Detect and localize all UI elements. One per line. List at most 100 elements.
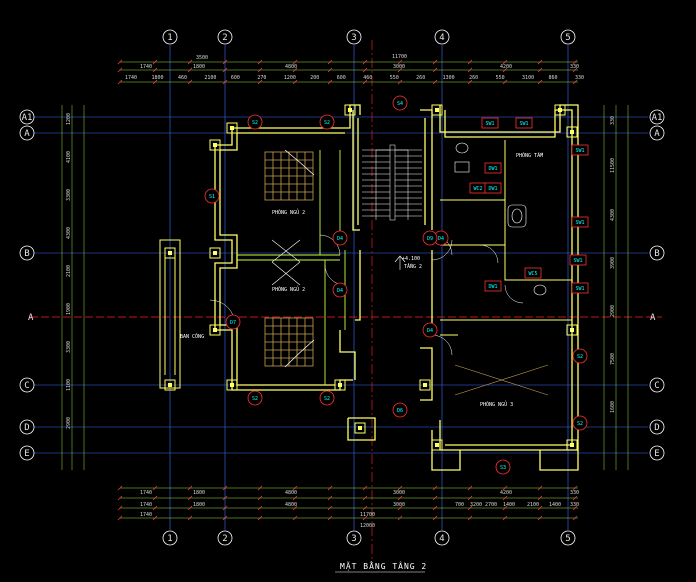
window-tag-label: S3 xyxy=(500,465,506,471)
section-mark-right: A xyxy=(650,313,656,323)
column xyxy=(226,379,238,391)
drawing-title-block: MẶT BẰNG TẦNG 2 xyxy=(335,560,426,573)
dim-r3-14: 550 xyxy=(496,75,505,81)
staircase xyxy=(362,144,422,221)
axis-bubble-left-A1: A1 xyxy=(19,109,35,125)
dim-top-1: 3500 xyxy=(196,55,208,61)
wc-tag: SW1 xyxy=(571,282,589,294)
window-tag: S3 xyxy=(495,459,511,475)
window-tag-label: S2 xyxy=(577,421,583,427)
axis-label: E xyxy=(24,449,29,459)
wc-tag: SW1 xyxy=(571,216,589,228)
wc-tag-label: SW1 xyxy=(575,286,584,292)
window-tag-label: S4 xyxy=(397,101,403,107)
column xyxy=(209,324,221,336)
dim-r2-3: 4800 xyxy=(285,64,297,70)
axis-label: 5 xyxy=(565,534,570,544)
dim-b1-5: 4200 xyxy=(500,490,512,496)
column-core xyxy=(358,426,362,430)
axis-bubble-right-D: D xyxy=(649,419,665,435)
dim-right-6: 1600 xyxy=(610,401,616,413)
dim-left-2: 3300 xyxy=(66,189,72,201)
dim-b2-11: 330 xyxy=(570,502,579,508)
axis-bubble-right-A1: A1 xyxy=(649,109,665,125)
dim-left-7: 1100 xyxy=(66,379,72,391)
axis-bubble-right-A: A xyxy=(649,125,665,141)
column xyxy=(164,379,176,391)
column xyxy=(354,422,366,434)
door-tag-label: D4 xyxy=(427,328,433,334)
wardrobe-markers xyxy=(271,239,549,396)
axis-label: 2 xyxy=(222,534,227,544)
dim-b2-1: 1740 xyxy=(140,502,152,508)
axis-bubble-1-top: 1 xyxy=(162,29,178,45)
dim-r3-3: 2100 xyxy=(204,75,216,81)
window-tag-label: S2 xyxy=(324,120,330,126)
wc-tag-label: WC2 xyxy=(473,186,482,192)
dim-r3-4: 600 xyxy=(231,75,240,81)
axis-label: A xyxy=(24,129,30,139)
bathroom-fixtures xyxy=(454,142,547,296)
axis-bubble-4-top: 4 xyxy=(434,29,450,45)
dim-r3-2: 460 xyxy=(178,75,187,81)
dim-b2-7: 2700 xyxy=(485,502,497,508)
column-core xyxy=(230,126,234,130)
axis-label: 1 xyxy=(167,534,172,544)
wc-tag: SW1 xyxy=(481,117,499,129)
door-tag-label: D4 xyxy=(337,236,343,242)
wc-tag-label: WC5 xyxy=(528,271,537,277)
column-core xyxy=(348,108,352,112)
bed-top xyxy=(264,149,315,201)
dim-left-5: 1900 xyxy=(66,303,72,315)
door-tag-label: D4 xyxy=(337,288,343,294)
column-core xyxy=(435,443,439,447)
balcony-railing xyxy=(159,239,181,389)
axis-label: B xyxy=(24,249,29,259)
window-tag: S4 xyxy=(392,95,408,111)
dim-b2-9: 2100 xyxy=(527,502,539,508)
door-tag: D4 xyxy=(332,230,348,246)
column-core xyxy=(213,251,217,255)
window-tag-label: S2 xyxy=(252,396,258,402)
dim-left-8: 2900 xyxy=(66,417,72,429)
dim-r3-16: 860 xyxy=(549,75,558,81)
room-bathroom: PHÒNG TẮM xyxy=(516,152,543,159)
dim-right-3: 3900 xyxy=(610,257,616,269)
axis-label: E xyxy=(654,449,659,459)
dim-r2-2: 1800 xyxy=(193,64,205,70)
wc-tag: WC5 xyxy=(524,267,542,279)
axis-label: 5 xyxy=(565,33,570,43)
axis-label: A1 xyxy=(652,113,663,123)
dim-left-1: 4100 xyxy=(66,151,72,163)
axis-label: D xyxy=(654,423,659,433)
wc-tag-label: DW1 xyxy=(488,186,497,192)
dim-right-2: 4300 xyxy=(610,209,616,221)
door-tag-label: D9 xyxy=(427,236,433,242)
column-core xyxy=(230,383,234,387)
axis-bubble-right-B: B xyxy=(649,245,665,261)
wc-tag-label: SW1 xyxy=(575,220,584,226)
window-tag-label: S1 xyxy=(209,194,215,200)
column-core xyxy=(213,143,217,147)
dim-left-0: 1200 xyxy=(66,113,72,125)
axis-label: 2 xyxy=(222,33,227,43)
level-marker xyxy=(394,255,406,270)
dim-b1-2: 1800 xyxy=(193,490,205,496)
dim-r3-15: 3100 xyxy=(522,75,534,81)
section-cut-line xyxy=(30,40,662,560)
axis-label: 4 xyxy=(439,534,444,544)
axis-bubble-left-E: E xyxy=(19,445,35,461)
dim-b1-1: 1740 xyxy=(140,490,152,496)
axis-label: A1 xyxy=(22,113,33,123)
axis-bubble-5-top: 5 xyxy=(560,29,576,45)
column xyxy=(431,104,443,116)
wc-tag: WC2 xyxy=(469,182,487,194)
axis-bubble-1-bottom: 1 xyxy=(162,530,178,546)
axis-label: 4 xyxy=(439,33,444,43)
dim-left-4: 2100 xyxy=(66,265,72,277)
dim-b3-1: 1740 xyxy=(140,512,152,518)
